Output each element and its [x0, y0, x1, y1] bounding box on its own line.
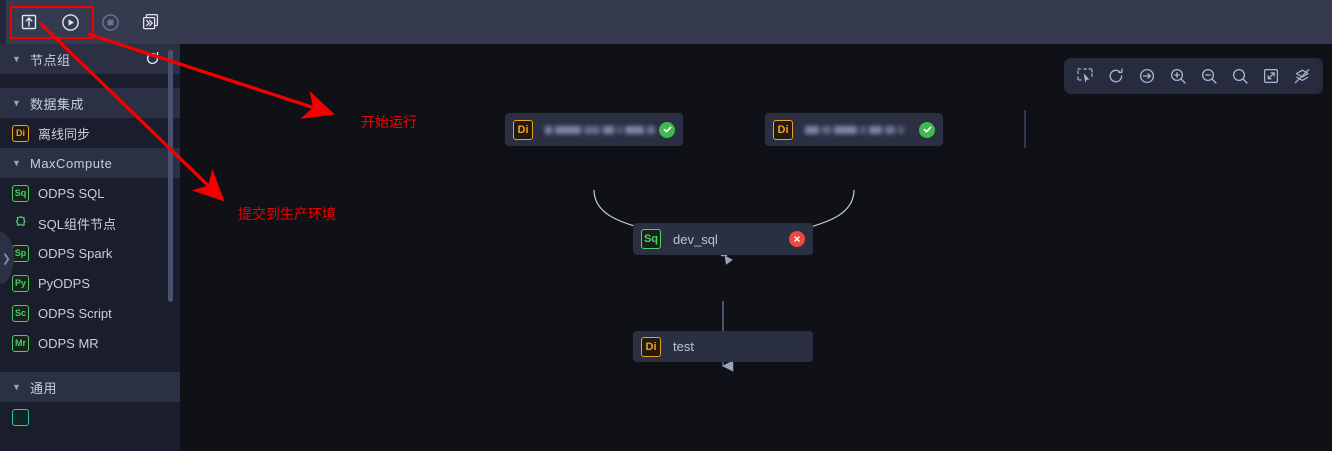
canvas-toolbar	[1064, 58, 1323, 94]
workflow-node-test[interactable]: Di test	[633, 331, 813, 362]
sidebar-group-maxcompute[interactable]: ▼ MaxCompute	[0, 148, 180, 178]
sidebar-item-label: ODPS SQL	[38, 185, 105, 201]
sidebar-item-label: 离线同步	[38, 126, 91, 142]
sidebar-item-label: SQL组件节点	[38, 216, 117, 232]
sidebar-item-label: PyODPS	[38, 275, 91, 291]
sidebar-group-label: 节点组	[30, 52, 71, 68]
status-badge-error	[789, 231, 805, 247]
zoom-in-icon[interactable]	[1165, 63, 1191, 89]
sidebar-item-general-first[interactable]	[0, 402, 180, 432]
node-label-redacted	[805, 125, 904, 134]
sidebar-item-label: ODPS MR	[38, 335, 99, 351]
di-node-icon: Di	[12, 124, 29, 142]
refresh-icon[interactable]	[1103, 63, 1129, 89]
top-toolbar	[0, 0, 1332, 44]
di-node-icon: Di	[513, 119, 533, 140]
canvas-divider-mark	[1024, 110, 1026, 148]
node-palette-sidebar: ▼ 节点组 ▼ 数据集成 Di 离线同步 ▼ MaxCompute Sq OD	[0, 44, 180, 451]
magnifier-icon[interactable]	[1227, 63, 1253, 89]
sidebar-scrollbar[interactable]	[168, 50, 173, 302]
sp-node-icon: Sp	[12, 244, 29, 262]
sidebar-item-odps-script[interactable]: Sc ODPS Script	[0, 298, 180, 328]
annotation-submit-label: 提交到生产环境	[238, 206, 336, 222]
chevron-down-icon: ▼	[12, 97, 21, 108]
workflow-node-di-2[interactable]: Di	[765, 113, 943, 146]
sidebar-item-pyodps[interactable]: Py PyODPS	[0, 268, 180, 298]
stop-button[interactable]	[99, 11, 121, 33]
puzzle-piece-icon	[12, 215, 29, 232]
sidebar-item-label: ODPS Spark	[38, 245, 113, 261]
sidebar-item-sql-component-node[interactable]: SQL组件节点	[0, 208, 180, 238]
layers-off-icon[interactable]	[1289, 63, 1315, 89]
di-node-icon: Di	[641, 336, 661, 357]
node-label: test	[673, 339, 694, 354]
general-node-icon	[12, 408, 29, 426]
py-node-icon: Py	[12, 274, 29, 292]
chevron-down-icon: ▼	[12, 381, 21, 392]
annotation-run-label: 开始运行	[361, 114, 417, 130]
sidebar-group-general[interactable]: ▼ 通用	[0, 372, 180, 402]
sq-node-icon: Sq	[12, 184, 29, 202]
fullscreen-icon[interactable]	[1258, 63, 1284, 89]
run-button[interactable]	[59, 11, 81, 33]
status-badge-success	[659, 121, 675, 138]
submit-to-production-button[interactable]	[18, 11, 40, 33]
sq-node-icon: Sq	[641, 229, 661, 249]
chevron-down-icon: ▼	[12, 157, 21, 168]
sidebar-item-offline-sync[interactable]: Di 离线同步	[0, 118, 180, 148]
sidebar-group-label: 通用	[30, 380, 58, 396]
node-label-redacted	[545, 125, 655, 134]
workflow-canvas[interactable]: Di Di Sq dev_sql	[180, 44, 1332, 451]
workflow-node-di-1[interactable]: Di	[505, 113, 683, 146]
sidebar-group-label: MaxCompute	[30, 155, 113, 171]
workflow-node-dev-sql[interactable]: Sq dev_sql	[633, 223, 813, 255]
sidebar-item-label: ODPS Script	[38, 305, 112, 321]
sidebar-collapse-handle[interactable]: ❯	[0, 232, 14, 284]
sidebar-group-data-integration[interactable]: ▼ 数据集成	[0, 88, 180, 118]
mr-node-icon: Mr	[12, 334, 29, 352]
node-label: dev_sql	[673, 231, 718, 247]
step-over-button[interactable]	[140, 11, 162, 33]
sidebar-item-odps-sql[interactable]: Sq ODPS SQL	[0, 178, 180, 208]
marquee-select-icon[interactable]	[1072, 63, 1098, 89]
sidebar-group-label: 数据集成	[30, 96, 85, 112]
refresh-icon[interactable]	[145, 51, 160, 66]
sc-node-icon: Sc	[12, 304, 29, 322]
sidebar-item-odps-spark[interactable]: Sp ODPS Spark	[0, 238, 180, 268]
chevron-down-icon: ▼	[12, 53, 21, 64]
zoom-out-icon[interactable]	[1196, 63, 1222, 89]
status-badge-success	[919, 121, 935, 138]
di-node-icon: Di	[773, 119, 793, 140]
chevron-right-icon: ❯	[1, 252, 11, 265]
sidebar-item-odps-mr[interactable]: Mr ODPS MR	[0, 328, 180, 358]
target-circle-icon[interactable]	[1134, 63, 1160, 89]
toolbar-left-strip	[0, 0, 6, 44]
sidebar-group-node-group[interactable]: ▼ 节点组	[0, 44, 180, 74]
